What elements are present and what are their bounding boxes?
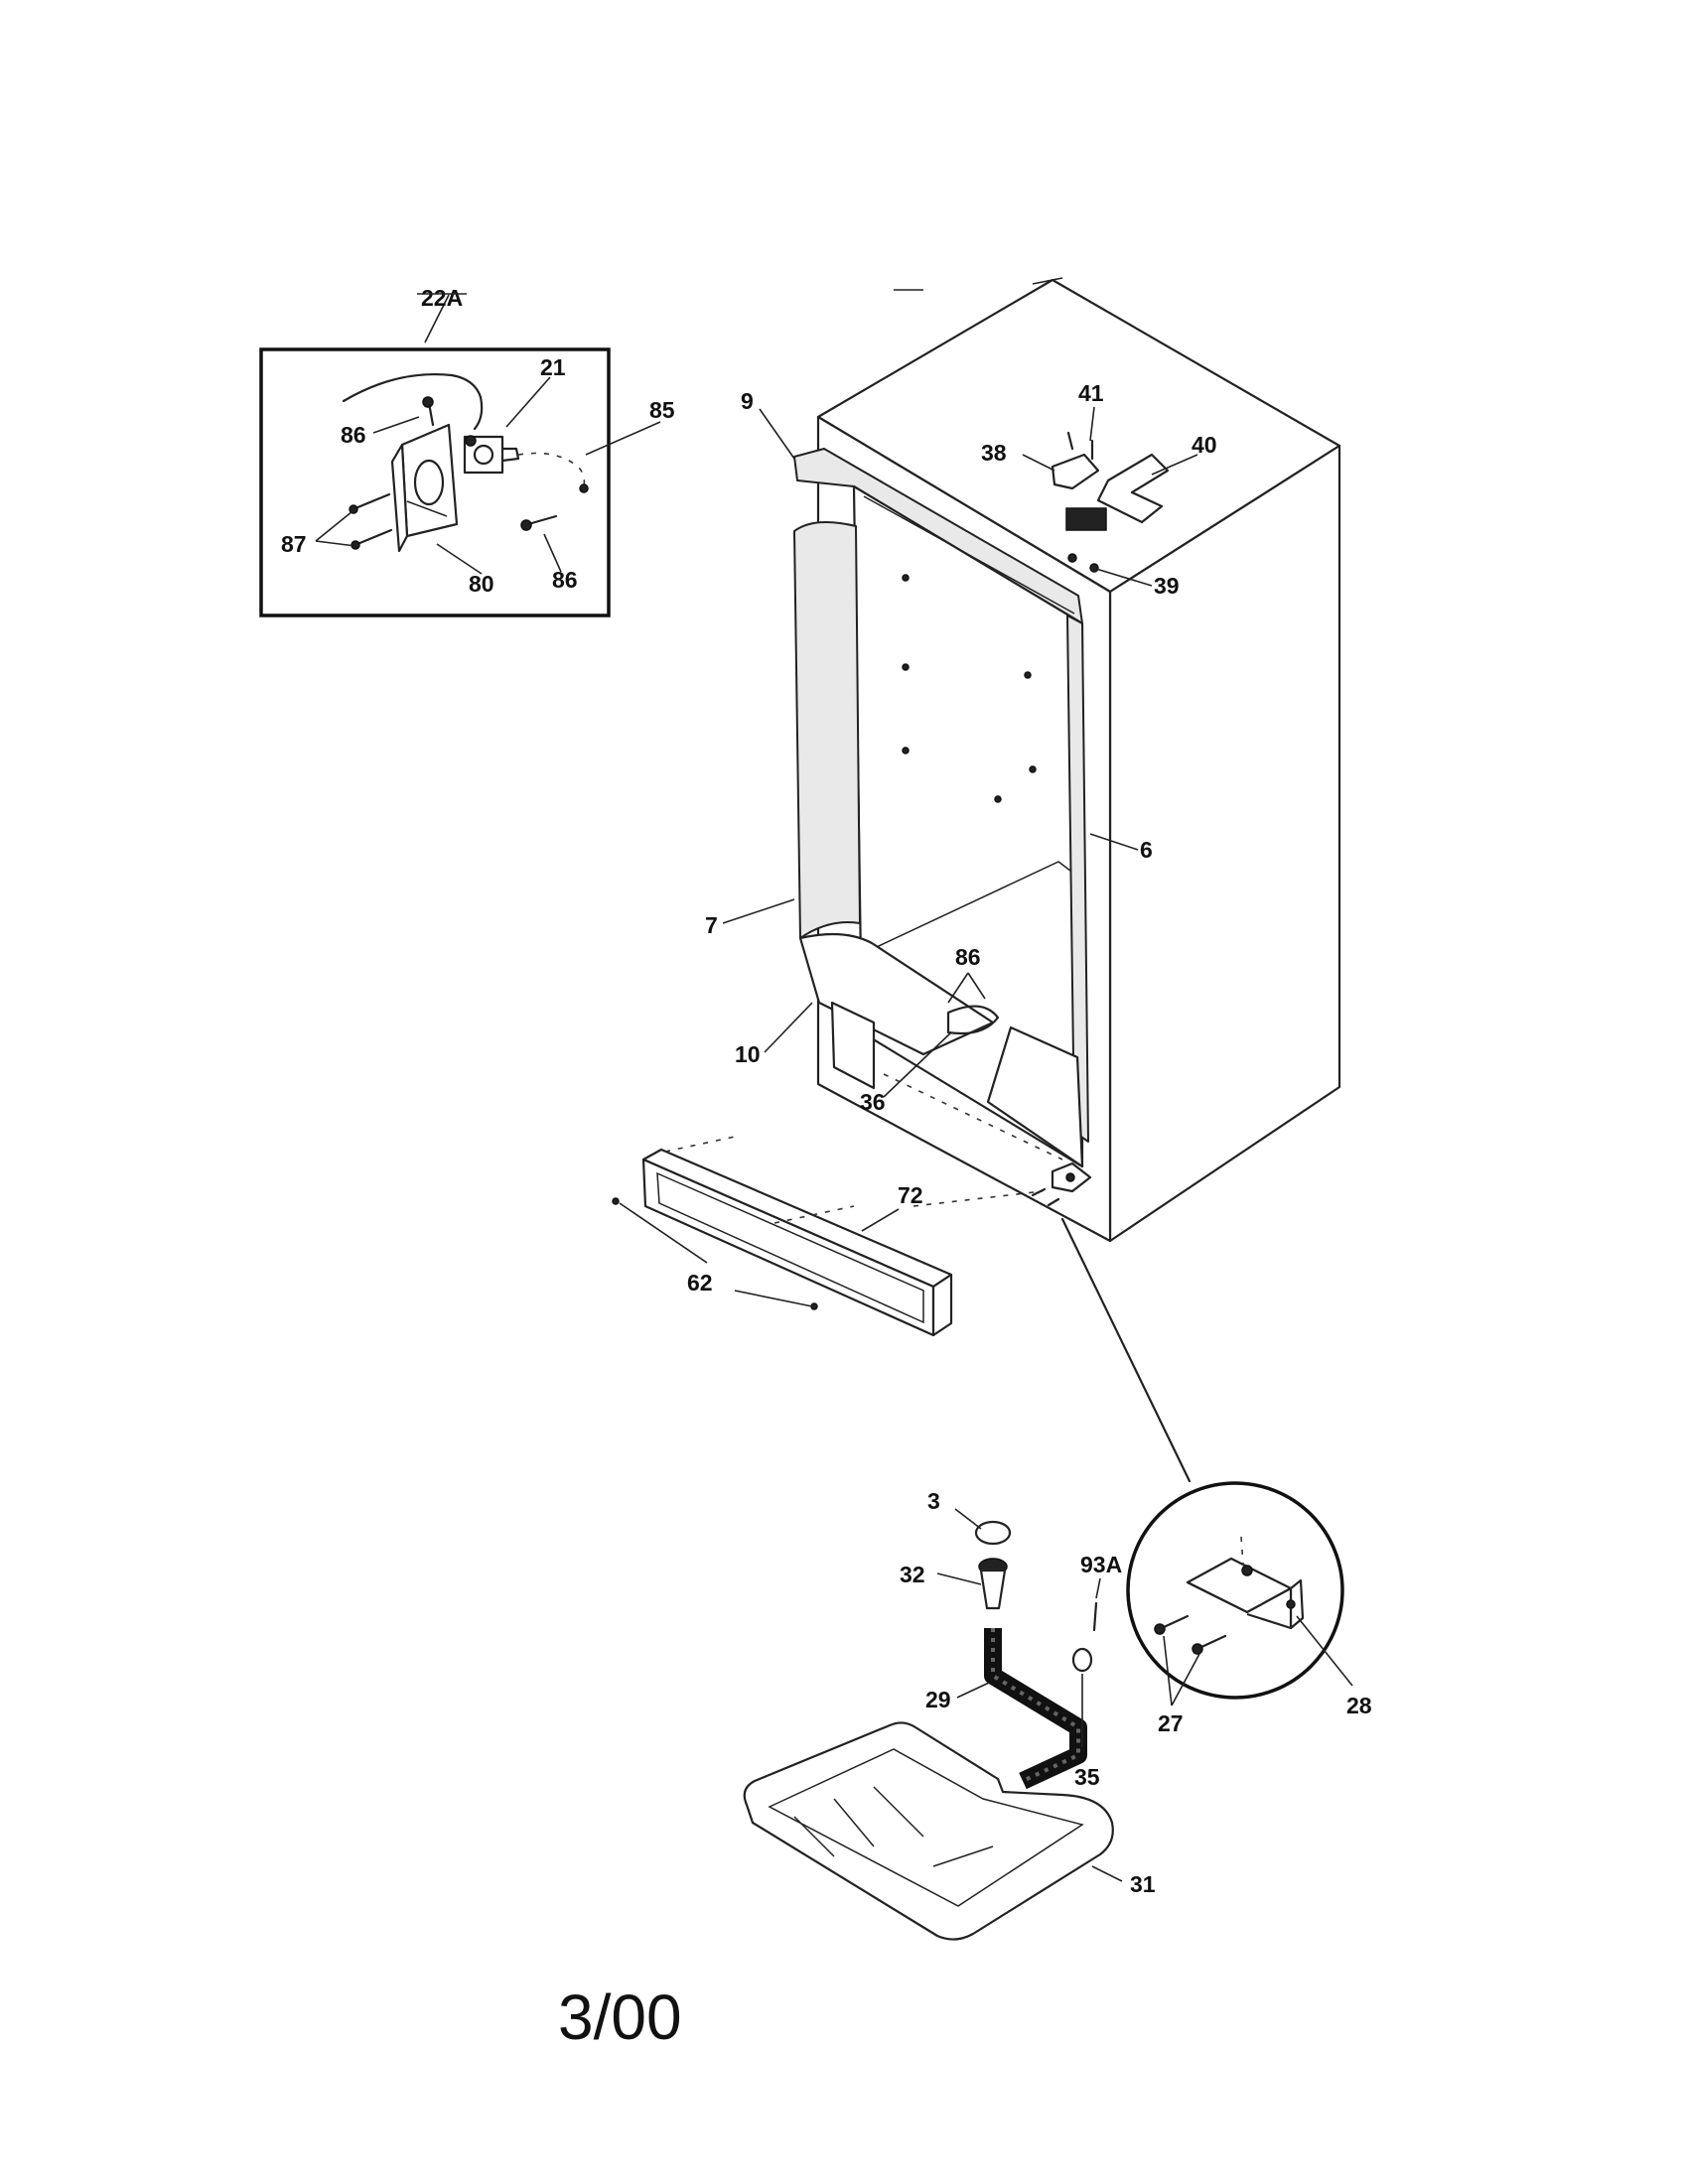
part-label-86: 86 [341,422,366,448]
part-label-40: 40 [1192,432,1217,458]
part-label-32: 32 [900,1562,925,1587]
part-label-93a: 93A [1080,1552,1122,1577]
kick-plate-icon [641,1148,953,1337]
part-label-72: 72 [898,1182,923,1208]
part-label-85: 85 [649,397,675,423]
part-label-35: 35 [1074,1764,1100,1790]
refrigerator-cabinet-icon [793,277,1341,1243]
part-label-86: 86 [955,944,981,970]
part-label-41: 41 [1078,380,1104,406]
part-label-21: 21 [540,354,566,380]
part-label-27: 27 [1158,1710,1184,1736]
part-label-7: 7 [705,912,718,938]
part-label-39: 39 [1154,573,1180,599]
page-date: 3/00 [558,1981,682,2053]
part-label-80: 80 [469,571,494,597]
part-label-10: 10 [735,1041,761,1067]
part-label-22a: 22A [421,285,463,311]
part-label-3: 3 [927,1488,940,1514]
part-label-36: 36 [860,1089,886,1115]
part-label-9: 9 [741,388,754,414]
part-label-31: 31 [1130,1871,1156,1897]
water-valve-assembly-icon [259,347,611,617]
part-label-28: 28 [1346,1693,1372,1718]
drain-pan-icon [743,1520,1114,1941]
part-label-87: 87 [281,531,307,557]
part-label-62: 62 [687,1270,713,1296]
part-label-29: 29 [925,1687,951,1712]
part-label-86: 86 [552,567,578,593]
part-label-6: 6 [1140,837,1153,863]
hinge-detail-icon [1126,1481,1344,1700]
part-label-38: 38 [981,440,1007,466]
